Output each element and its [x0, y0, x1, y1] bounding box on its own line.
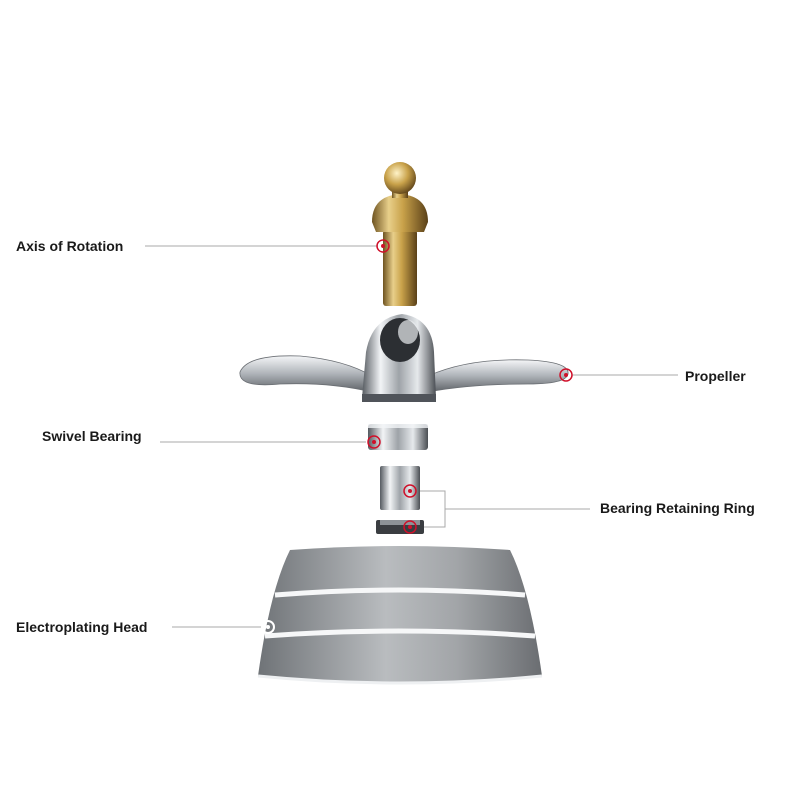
callout-markers — [261, 239, 573, 634]
propeller-part — [239, 314, 569, 402]
axis-of-rotation-part — [372, 162, 428, 306]
bearing-retaining-ring-part — [376, 466, 424, 534]
marker-ring-upper — [403, 484, 417, 498]
electroplating-head-part — [257, 546, 543, 685]
swivel-bearing-part — [368, 424, 428, 450]
leader-lines — [145, 245, 678, 628]
marker-head — [261, 620, 275, 634]
label-bearing-retaining-ring: Bearing Retaining Ring — [600, 500, 755, 516]
marker-propeller — [559, 368, 573, 382]
marker-axis — [376, 239, 390, 253]
label-propeller: Propeller — [685, 368, 746, 384]
label-axis-of-rotation: Axis of Rotation — [16, 238, 124, 254]
marker-ring-lower — [403, 520, 417, 534]
label-swivel-bearing: Swivel Bearing — [42, 428, 142, 444]
marker-swivel — [367, 435, 381, 449]
label-electroplating-head: Electroplating Head — [16, 619, 148, 635]
